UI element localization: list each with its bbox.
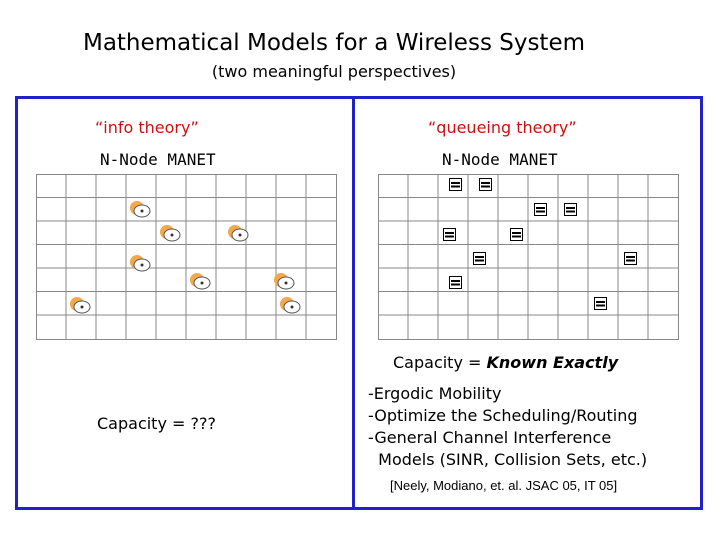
queue-node-icon	[594, 297, 607, 310]
wireless-node-icon	[130, 201, 151, 218]
queue-node-icon	[479, 178, 492, 191]
bullet-item: Models (SINR, Collision Sets, etc.)	[368, 450, 648, 469]
right-capacity: Capacity = Known Exactly	[393, 353, 618, 372]
wireless-node-icon	[228, 225, 249, 242]
queue-node-icon	[443, 228, 456, 241]
queue-node-icon	[534, 203, 547, 216]
slide-subtitle: (two meaningful perspectives)	[211, 62, 457, 81]
bullet-item: -Ergodic Mobility	[368, 384, 502, 403]
right-subheading: N-Node MANET	[442, 150, 558, 169]
wireless-node-icon	[70, 297, 91, 314]
left-capacity: Capacity = ???	[97, 414, 216, 433]
bullet-item: -Optimize the Scheduling/Routing	[368, 406, 638, 425]
queue-node-icon	[624, 252, 637, 265]
content-frame	[15, 96, 703, 510]
left-grid	[36, 174, 337, 340]
wireless-node-icon	[160, 225, 181, 242]
queue-node-icon	[564, 203, 577, 216]
right-capacity-label: Capacity =	[393, 353, 487, 372]
right-heading: “queueing theory”	[428, 118, 577, 137]
right-bullet-list: -Ergodic Mobility -Optimize the Scheduli…	[368, 383, 647, 471]
bullet-item: -General Channel Interference	[368, 428, 612, 447]
queue-node-icon	[510, 228, 523, 241]
wireless-node-icon	[280, 297, 301, 314]
left-heading: “info theory”	[95, 118, 199, 137]
wireless-node-icon	[130, 255, 151, 272]
wireless-node-icon	[274, 273, 295, 290]
column-divider	[352, 96, 355, 510]
queue-node-icon	[473, 252, 486, 265]
queue-node-icon	[449, 276, 462, 289]
wireless-node-icon	[190, 273, 211, 290]
right-capacity-value: Known Exactly	[486, 353, 619, 372]
queue-node-icon	[449, 178, 462, 191]
reference-citation: [Neely, Modiano, et. al. JSAC 05, IT 05]	[390, 478, 618, 493]
left-subheading: N-Node MANET	[100, 150, 216, 169]
slide-title: Mathematical Models for a Wireless Syste…	[82, 30, 586, 56]
